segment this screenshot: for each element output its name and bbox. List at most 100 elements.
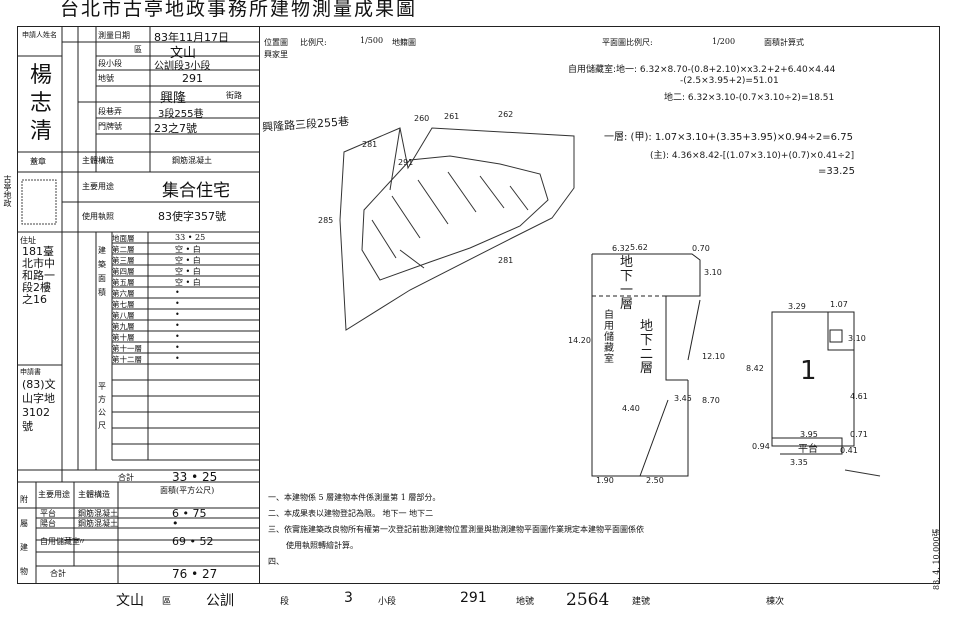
measure-date: 83年11月17日 — [154, 31, 229, 44]
applicant-section-label: 申請書 — [20, 368, 41, 376]
road-label: 街路 — [226, 91, 242, 100]
annex-area: 69 • 52 — [172, 535, 214, 548]
location-scale-label: 比例尺: — [300, 38, 327, 47]
usage-label: 主要用途 — [82, 182, 114, 191]
annex-area: • — [172, 517, 179, 530]
lot-261: 261 — [444, 112, 460, 121]
floor-name: 地面層 — [112, 234, 135, 243]
dim-p: 3.95 — [800, 430, 818, 439]
annex-head-structure: 主體構造 — [78, 490, 110, 499]
page-title: 台北市古亭地政事務所建物測量成果圖 — [60, 0, 418, 20]
floor-area: 空 • 白 — [175, 278, 201, 287]
dim-n: 4.61 — [850, 392, 868, 401]
floor-area: • — [175, 343, 180, 352]
footer-district-label: 區 — [162, 597, 172, 607]
floor-name: 第五層 — [112, 278, 135, 287]
dim-h: 1.90 — [596, 476, 614, 485]
lot-281-b: 281 — [498, 256, 514, 265]
house-no: 23之7號 — [154, 122, 197, 135]
first-floor-plan — [771, 311, 855, 455]
dim-c: 3.10 — [704, 268, 722, 277]
footer-serial-label: 棟次 — [766, 597, 785, 607]
address-label: 住址 — [20, 236, 36, 245]
lot-label: 地號 — [98, 74, 114, 83]
applicant-label: 申請人姓名 — [22, 31, 57, 39]
platform-label: 平台 — [798, 444, 818, 455]
footer-building-no: 2564 — [566, 590, 610, 610]
left-margin-note: 古亭地政 — [3, 175, 12, 207]
floor-area: 空 • 白 — [175, 245, 201, 254]
lot-285: 285 — [318, 216, 334, 225]
lot-291: 291 — [398, 158, 414, 167]
basement-label-2: 地下二層 — [640, 319, 654, 376]
floor-plan-scale: 1/200 — [712, 37, 736, 46]
annex-use: 自用儲藏室 — [40, 537, 80, 546]
lane: 3段255巷 — [158, 109, 204, 120]
seal-label: 蓋章 — [30, 157, 46, 166]
dim-e: 12.10 — [702, 352, 725, 361]
footer-building-label: 建號 — [632, 597, 651, 607]
unit-label: 平方公尺 — [98, 382, 106, 430]
notes-area — [260, 482, 940, 584]
district-label: 區 — [134, 45, 142, 54]
dim-q: 3.35 — [790, 458, 808, 467]
note-5: 四、 — [268, 557, 284, 566]
footer-lot-label: 地號 — [516, 597, 535, 607]
floor-name: 第九層 — [112, 322, 135, 331]
dim-i: 2.50 — [646, 476, 664, 485]
note-2: 二、本成果表以建物登記為限。 地下一 地下二 — [268, 509, 434, 518]
footer-section: 公訓 — [206, 593, 234, 609]
structure: 鋼筋混凝土 — [172, 156, 212, 165]
footer-section-label: 段 — [280, 597, 290, 607]
applicant-name: 楊志清 — [30, 63, 53, 144]
calc-line-4: 一層: (甲): 1.07×3.10+(3.35+3.95)×0.94÷2=6.… — [604, 132, 853, 143]
dim-m: 8.42 — [746, 364, 764, 373]
footer-subsection: 3 — [344, 590, 353, 606]
lane-label: 段巷弄 — [98, 107, 122, 116]
usage: 集合住宅 — [162, 181, 230, 201]
drawing-area — [260, 26, 940, 500]
road: 興隆 — [160, 91, 187, 106]
floor-name: 第十一層 — [112, 344, 142, 353]
dim-k: 1.07 — [830, 300, 848, 309]
annex-total-label: 合計 — [50, 569, 66, 578]
dim-a: 5.62 — [630, 243, 648, 252]
floor-area: 空 • 白 — [175, 267, 201, 276]
floor-area: • — [175, 321, 180, 330]
location-scale: 1/500 — [360, 36, 384, 45]
floor-area: • — [175, 299, 180, 308]
parcel-sketch — [339, 127, 575, 331]
license-label: 使用執照 — [82, 212, 114, 221]
address-value: 181臺北市中和路一段2樓之16 — [22, 245, 55, 306]
annex-use: 平台 — [40, 509, 56, 518]
footer-district: 文山 — [116, 593, 144, 609]
measure-date-label: 測量日期 — [98, 31, 130, 40]
structure-label: 主體構造 — [82, 156, 114, 165]
annex-head-area: 面積(平方公尺) — [160, 486, 215, 495]
note-3: 三、依實施建築改良物所有權第一次登記前勘測建物位置測量與勘測建物平面圖作業規定本… — [268, 525, 644, 534]
location-map-label: 位置圖 — [264, 38, 288, 47]
applicant-doc: (83)文山字地3102號 — [22, 378, 56, 433]
calc-line-2: -(2.5×3.95+2)=51.01 — [680, 76, 779, 86]
dim-l: 3.10 — [848, 334, 866, 343]
dim-d: 14.20 — [568, 336, 591, 345]
floor-area: • — [175, 332, 180, 341]
location-map-name: 地籍圖 — [392, 38, 416, 47]
floor-group-label: 建築面積 — [98, 246, 106, 297]
annex-structure: 鋼筋混凝土 — [78, 519, 118, 528]
lot: 291 — [182, 72, 203, 85]
lot-281-a: 281 — [362, 140, 378, 149]
dim-r: 0.94 — [752, 442, 770, 451]
calc-line-3: 地二: 6.32×3.10-(0.7×3.10÷2)=18.51 — [664, 93, 835, 103]
annex-structure: 〃 — [78, 537, 86, 546]
calc-line-5: (主): 4.36×8.42-[(1.07×3.10)+(0.7)×0.41÷2… — [650, 151, 855, 161]
section-label: 段小段 — [98, 59, 122, 68]
dim-f: 3.45 — [674, 394, 692, 403]
floor-name: 第四層 — [112, 267, 135, 276]
annex-total: 76 • 27 — [172, 567, 218, 581]
calc-label: 面積計算式 — [764, 38, 804, 47]
record-form — [17, 26, 260, 584]
footer-lot: 291 — [460, 590, 487, 606]
floor-plan-scale-label: 平面圖比例尺: — [602, 38, 653, 47]
